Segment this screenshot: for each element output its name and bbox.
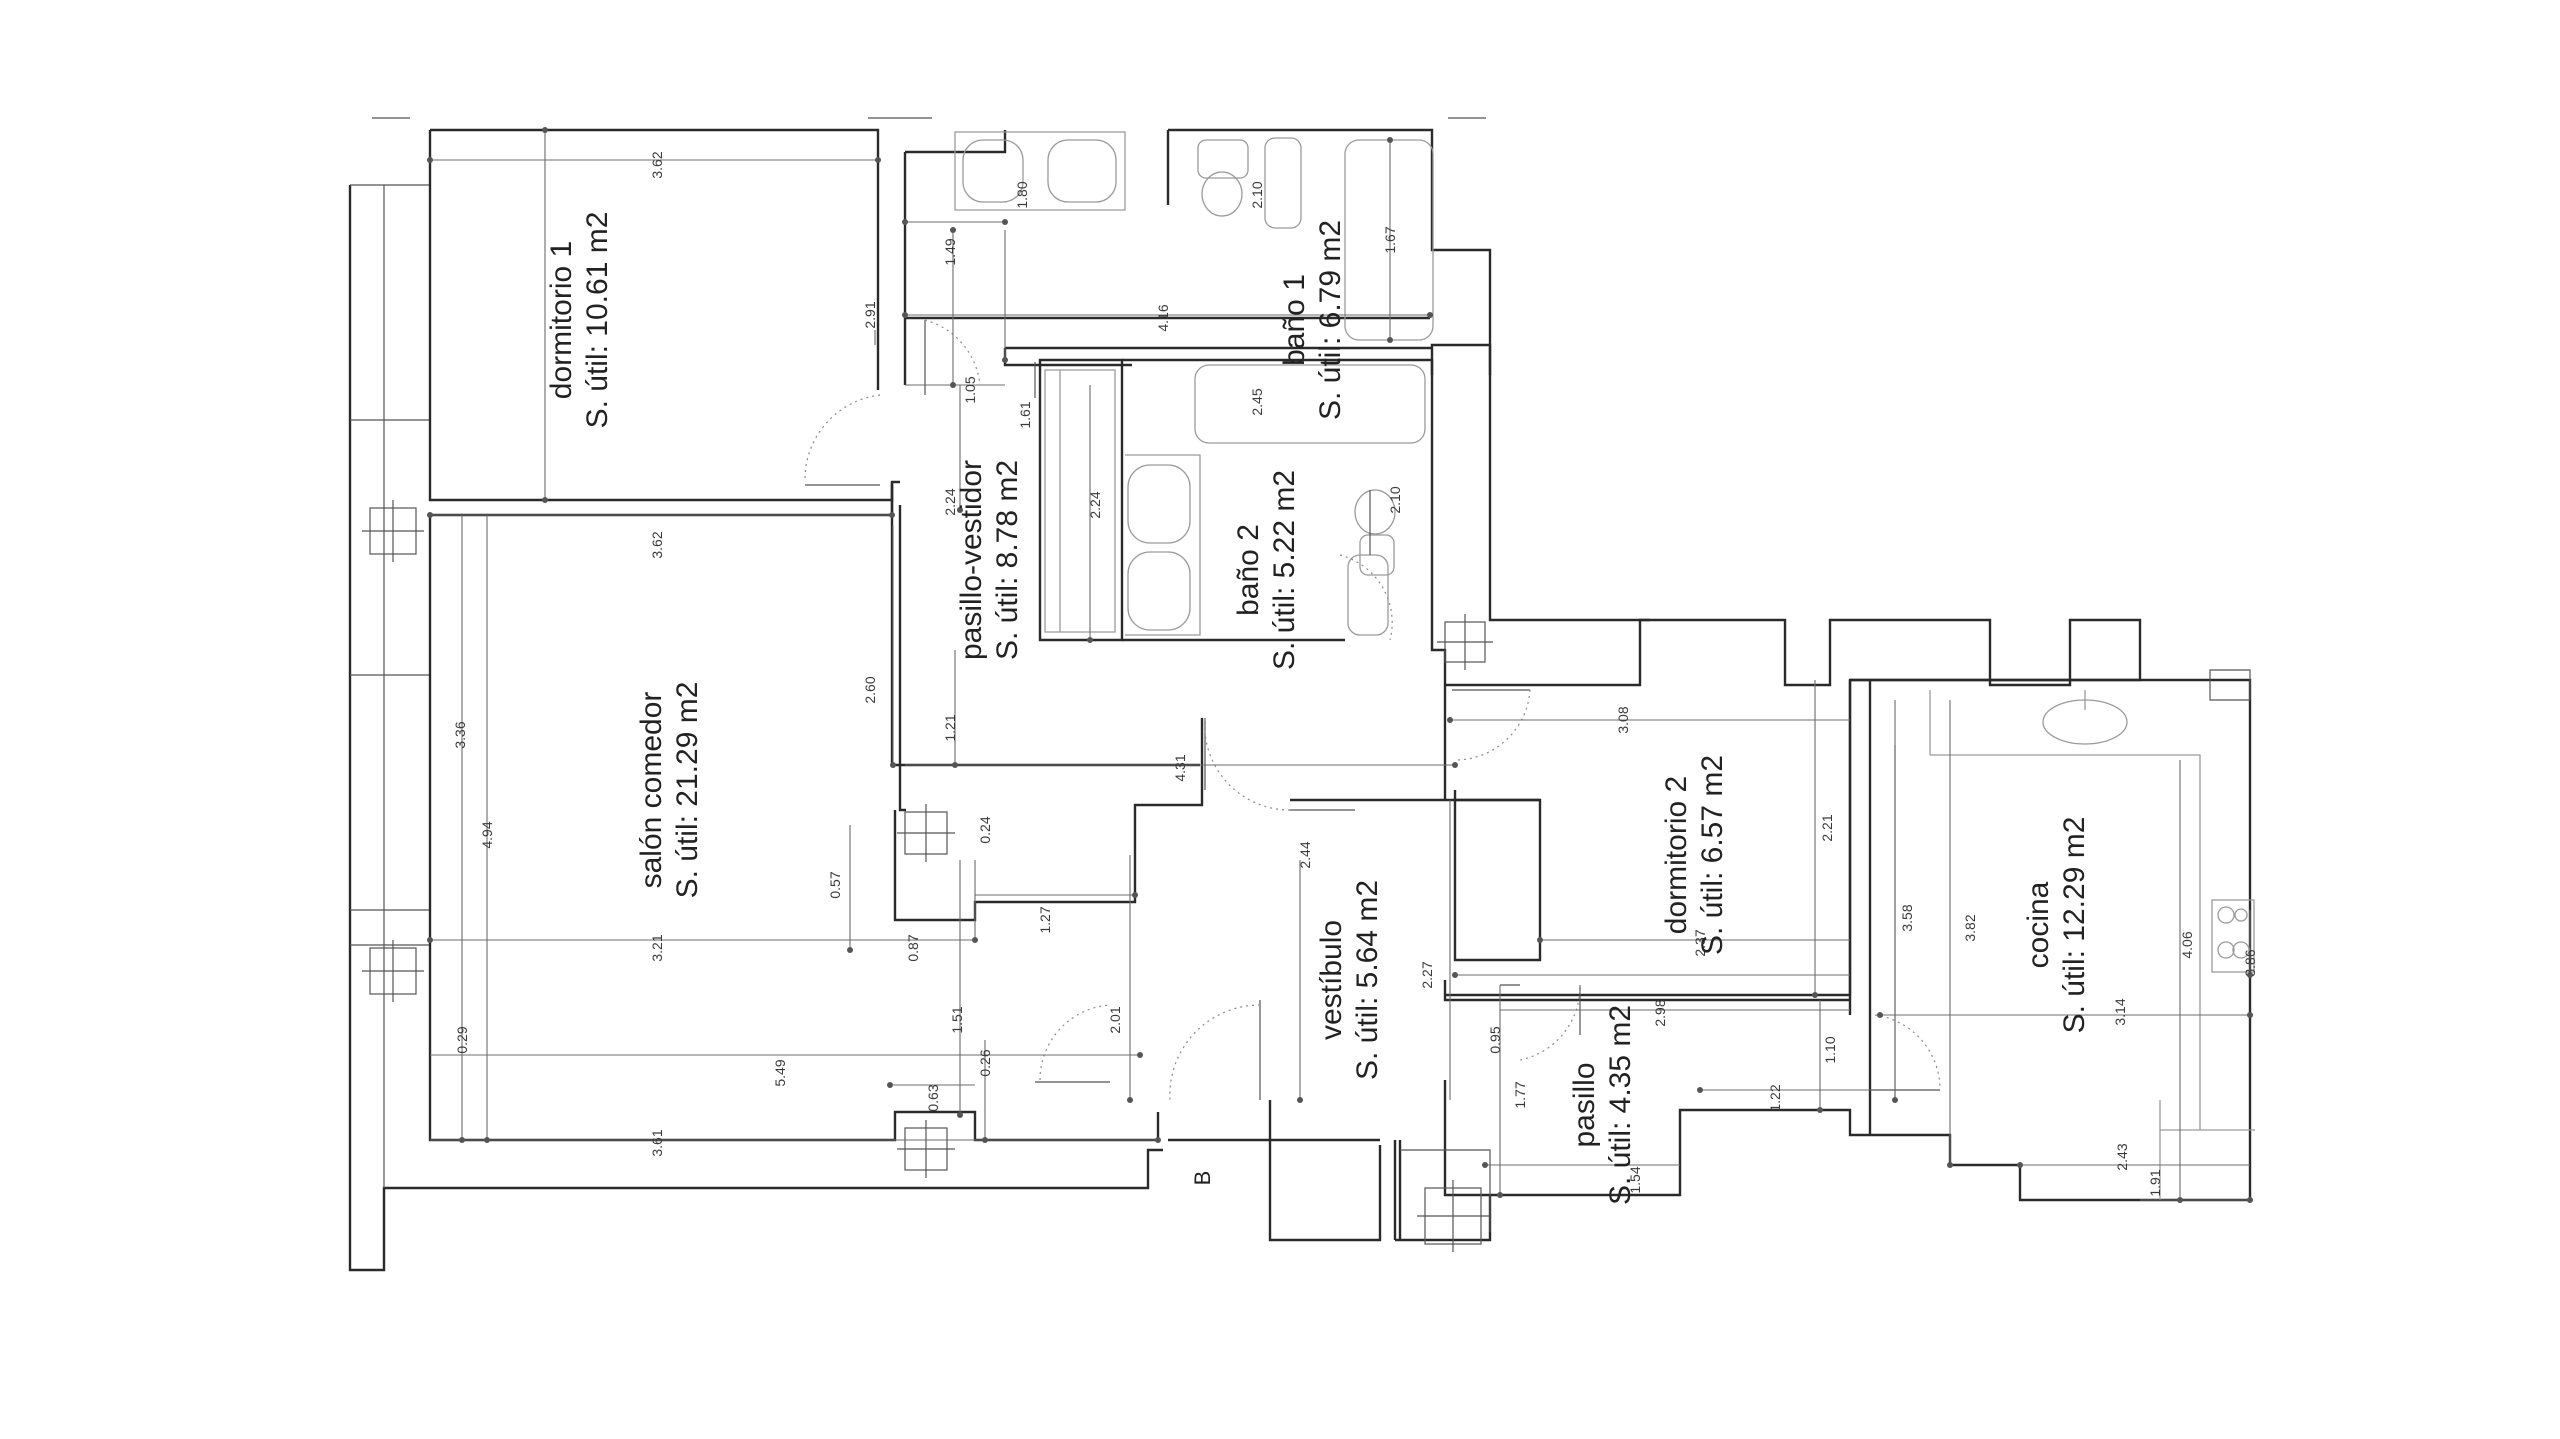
dim-label: 3.58 bbox=[1899, 904, 1915, 931]
dim-label: 4.94 bbox=[479, 821, 495, 848]
dimension-lines bbox=[427, 127, 2253, 1203]
room-area-pasillo-vestidor: S. útil: 8.78 m2 bbox=[991, 460, 1024, 660]
dim-label: 2.24 bbox=[942, 488, 958, 515]
room-name-vestibulo: vestíbulo bbox=[1315, 920, 1348, 1040]
dim-label: 3.62 bbox=[649, 151, 665, 178]
dim-label: 3.62 bbox=[649, 531, 665, 558]
dim-label: 0.87 bbox=[905, 934, 921, 961]
room-name-bano-1: baño 1 bbox=[1278, 274, 1311, 366]
dim-label: 5.49 bbox=[772, 1059, 788, 1086]
dim-label: 0.29 bbox=[454, 1026, 470, 1053]
dim-label: 2.01 bbox=[1107, 1006, 1123, 1033]
dim-label: 0.63 bbox=[925, 1084, 941, 1111]
dim-label: 3.08 bbox=[1615, 706, 1631, 733]
room-area-vestibulo: S. útil: 5.64 m2 bbox=[1351, 880, 1384, 1080]
room-area-cocina: S. útil: 12.29 m2 bbox=[2058, 817, 2091, 1034]
dim-label: 1.77 bbox=[1512, 1081, 1528, 1108]
dim-label: 1.22 bbox=[1767, 1084, 1783, 1111]
room-name-pasillo: pasillo bbox=[1568, 1062, 1601, 1147]
dim-label: 2.98 bbox=[1652, 999, 1668, 1026]
dim-label: 1.80 bbox=[1014, 181, 1030, 208]
dim-label: 4.16 bbox=[1155, 304, 1171, 331]
room-labels: dormitorio 1 S. útil: 10.61 m2 baño 1 S.… bbox=[545, 212, 2091, 1205]
dim-label: 1.91 bbox=[2147, 1169, 2163, 1196]
dim-label: 3.61 bbox=[649, 1129, 665, 1156]
room-area-dormitorio-1: S. útil: 10.61 m2 bbox=[581, 212, 614, 429]
room-name-bano-2: baño 2 bbox=[1232, 524, 1265, 616]
room-name-dormitorio-1: dormitorio 1 bbox=[545, 241, 578, 399]
dim-label: 2.27 bbox=[1419, 961, 1435, 988]
dim-label: 2.91 bbox=[862, 301, 878, 328]
entrance-label: B bbox=[1190, 1171, 1215, 1186]
dim-label: 0.95 bbox=[1487, 1026, 1503, 1053]
room-area-dormitorio-2: S. útil: 6.57 m2 bbox=[1696, 755, 1729, 955]
dim-label: 2.44 bbox=[1297, 841, 1313, 868]
dim-label: 0.26 bbox=[977, 1049, 993, 1076]
room-name-salon-comedor: salón comedor bbox=[635, 692, 668, 889]
dim-label: 0.57 bbox=[827, 871, 843, 898]
dim-label: 2.10 bbox=[1387, 486, 1403, 513]
dim-label: 1.51 bbox=[949, 1006, 965, 1033]
dim-label: 1.67 bbox=[1382, 226, 1398, 253]
dim-label: 1.21 bbox=[942, 714, 958, 741]
dim-label: 1.49 bbox=[942, 238, 958, 265]
dim-label: 2.43 bbox=[2114, 1143, 2130, 1170]
room-area-bano-2: S. útil: 5.22 m2 bbox=[1268, 470, 1301, 670]
dim-label: 0.24 bbox=[977, 816, 993, 843]
dim-label: 2.45 bbox=[1249, 388, 1265, 415]
dim-label: 2.21 bbox=[1819, 814, 1835, 841]
dim-label: 1.54 bbox=[1627, 1166, 1643, 1193]
dim-label: 2.24 bbox=[1087, 491, 1103, 518]
dim-label: 3.21 bbox=[649, 934, 665, 961]
dim-label: 1.27 bbox=[1037, 906, 1053, 933]
dim-label: 4.06 bbox=[2179, 931, 2195, 958]
dim-label: 4.31 bbox=[1172, 754, 1188, 781]
dim-label: 2.37 bbox=[1692, 929, 1708, 956]
room-name-pasillo-vestidor: pasillo-vestidor bbox=[955, 460, 988, 660]
dim-label: 3.86 bbox=[2242, 949, 2258, 976]
dim-label: 1.61 bbox=[1017, 401, 1033, 428]
dim-label: 3.36 bbox=[452, 721, 468, 748]
dim-label: 3.14 bbox=[2112, 998, 2128, 1025]
dim-label: 2.10 bbox=[1249, 181, 1265, 208]
room-area-pasillo: S. útil: 4.35 m2 bbox=[1604, 1005, 1637, 1205]
dim-label: 1.10 bbox=[1822, 1036, 1838, 1063]
dim-label: 3.82 bbox=[1962, 914, 1978, 941]
room-area-bano-1: S. útil: 6.79 m2 bbox=[1314, 220, 1347, 420]
dim-label: 2.60 bbox=[862, 676, 878, 703]
dim-label: 1.05 bbox=[962, 376, 978, 403]
room-name-cocina: cocina bbox=[2022, 881, 2055, 968]
room-name-dormitorio-2: dormitorio 2 bbox=[1660, 776, 1693, 934]
room-area-salon-comedor: S. útil: 21.29 m2 bbox=[671, 682, 704, 899]
dimension-labels: 3.62 2.91 1.49 1.80 2.10 1.67 4.16 1.05 … bbox=[452, 151, 2258, 1196]
